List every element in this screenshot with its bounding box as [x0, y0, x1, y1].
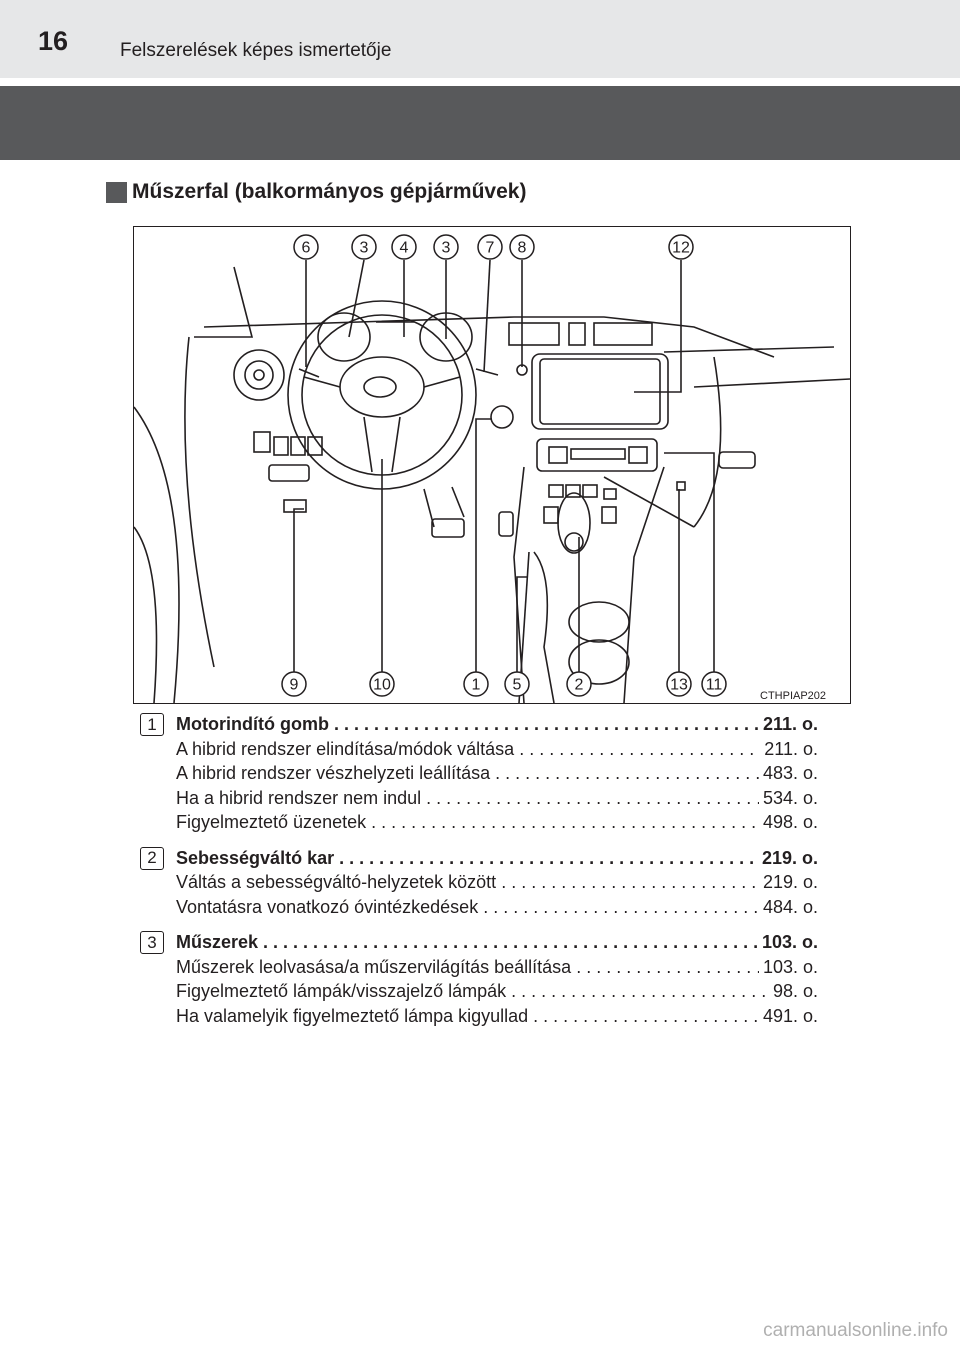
svg-text:1: 1	[472, 677, 481, 694]
section-bullet-icon	[106, 181, 127, 203]
item-title-line: Motorindító gomb 211. o.	[176, 712, 818, 737]
callout-number: 9	[281, 671, 307, 697]
sub-item-line: Figyelmeztető lámpák/visszajelző lámpák …	[176, 979, 818, 1004]
leader-dots	[511, 979, 769, 1004]
item-page-ref: 211. o.	[762, 714, 818, 734]
svg-text:9: 9	[290, 677, 299, 694]
item-title: Műszerek	[176, 932, 259, 952]
leader-dots	[519, 737, 760, 762]
leader-dots	[339, 846, 758, 871]
svg-text:3: 3	[442, 240, 451, 257]
svg-text:4: 4	[400, 240, 409, 257]
leader-dots	[576, 955, 759, 980]
callout-number: 10	[369, 671, 395, 697]
sub-item-label: Ha a hibrid rendszer nem indul	[176, 787, 422, 808]
svg-text:3: 3	[360, 240, 369, 257]
index-list: 1 Motorindító gomb 211. o. A hibrid rend…	[140, 712, 830, 1039]
watermark: carmanualsonline.info	[763, 1320, 948, 1341]
sub-item-label: Figyelmeztető lámpák/visszajelző lámpák	[176, 981, 507, 1001]
svg-text:11: 11	[706, 677, 723, 694]
sub-item-page-ref: 98. o.	[772, 981, 818, 1001]
leader-dots	[533, 1004, 759, 1029]
item-number-badge: 2	[140, 846, 164, 870]
section-title: Műszerfal (balkormányos gépjárművek)	[132, 180, 527, 203]
sub-item-page-ref: 219. o.	[762, 872, 818, 892]
callout-number: 6	[293, 234, 319, 260]
callout-number: 5	[504, 671, 530, 697]
leader-dots	[263, 930, 758, 955]
item-title-line: Műszerek 103. o.	[176, 930, 818, 955]
callout-number: 11	[701, 671, 727, 697]
header-dark-band	[0, 86, 960, 160]
section-heading: Műszerfal (balkormányos gépjárművek)	[106, 180, 526, 204]
sub-item-page-ref: 498. o.	[762, 812, 818, 832]
sub-item-line: Váltás a sebességváltó-helyzetek között …	[176, 870, 818, 895]
sub-item-page-ref: 484. o.	[762, 896, 818, 917]
callout-number: 2	[566, 671, 592, 697]
item-page-ref: 103. o.	[761, 932, 818, 952]
sub-item-page-ref: 211. o.	[764, 738, 818, 759]
figure-code: CTHPIAP202	[760, 690, 827, 702]
callout-number: 7	[477, 234, 503, 260]
sub-item-label: Váltás a sebességváltó-helyzetek között	[176, 872, 497, 892]
sub-item-page-ref: 491. o.	[762, 1005, 818, 1026]
svg-text:8: 8	[518, 240, 527, 257]
sub-item-label: Vontatásra vonatkozó óvintézkedések	[176, 896, 479, 917]
callout-number: 13	[666, 671, 692, 697]
svg-text:10: 10	[373, 677, 391, 694]
sub-item-label: A hibrid rendszer elindítása/módok váltá…	[176, 738, 515, 759]
item-number-badge: 3	[140, 931, 164, 954]
sub-item-label: Műszerek leolvasása/a műszervilágítás be…	[176, 956, 572, 977]
sub-item-label: Ha valamelyik figyelmeztető lámpa kigyul…	[176, 1005, 529, 1026]
callout-number: 3	[433, 234, 459, 260]
leader-dots	[501, 870, 759, 895]
sub-item-line: A hibrid rendszer elindítása/módok váltá…	[176, 737, 818, 762]
sub-item-page-ref: 483. o.	[762, 763, 818, 783]
header-band	[0, 0, 960, 78]
list-item: 1 Motorindító gomb 211. o. A hibrid rend…	[140, 712, 830, 835]
sub-item-line: Ha a hibrid rendszer nem indul 534. o.	[176, 786, 818, 811]
svg-text:12: 12	[672, 240, 690, 257]
sub-item-line: Figyelmeztető üzenetek 498. o.	[176, 810, 818, 835]
svg-text:6: 6	[302, 240, 311, 257]
list-item: 3 Műszerek 103. o. Műszerek leolvasása/a…	[140, 930, 830, 1028]
sub-item-label: A hibrid rendszer vészhelyzeti leállítás…	[176, 763, 491, 783]
item-page-ref: 219. o.	[761, 847, 818, 868]
dashboard-illustration: 6 3 4 3 7 8 12 9 10 1 5 2 13 11	[133, 226, 851, 704]
leader-dots	[371, 810, 759, 835]
sub-item-page-ref: 534. o.	[762, 787, 818, 808]
page-number: 16	[38, 26, 69, 56]
dashboard-drawing: 6 3 4 3 7 8 12 9 10 1 5 2 13 11	[134, 234, 850, 703]
svg-text:13: 13	[670, 677, 688, 694]
item-title: Sebességváltó kar	[176, 847, 335, 868]
running-title: Felszerelések képes ismertetője	[120, 40, 392, 61]
leader-dots	[495, 761, 759, 786]
svg-text:5: 5	[513, 677, 522, 694]
callout-number: 1	[463, 671, 489, 697]
item-number-badge: 1	[140, 713, 164, 736]
item-title-line: Sebességváltó kar 219. o.	[176, 846, 818, 871]
svg-text:2: 2	[575, 677, 584, 694]
sub-item-page-ref: 103. o.	[762, 956, 818, 977]
sub-item-line: Műszerek leolvasása/a műszervilágítás be…	[176, 955, 818, 980]
svg-text:7: 7	[486, 240, 495, 257]
item-title: Motorindító gomb	[176, 714, 329, 734]
callout-number: 3	[351, 234, 377, 260]
leader-dots	[483, 895, 759, 920]
leader-dots	[426, 786, 759, 811]
sub-item-line: A hibrid rendszer vészhelyzeti leállítás…	[176, 761, 818, 786]
callout-number: 8	[509, 234, 535, 260]
sub-item-line: Vontatásra vonatkozó óvintézkedések 484.…	[176, 895, 818, 920]
list-item: 2 Sebességváltó kar 219. o. Váltás a seb…	[140, 846, 830, 920]
sub-item-label: Figyelmeztető üzenetek	[176, 812, 367, 832]
sub-item-line: Ha valamelyik figyelmeztető lámpa kigyul…	[176, 1004, 818, 1029]
callout-number: 12	[668, 234, 694, 260]
callout-number: 4	[391, 234, 417, 260]
leader-dots	[334, 712, 759, 737]
